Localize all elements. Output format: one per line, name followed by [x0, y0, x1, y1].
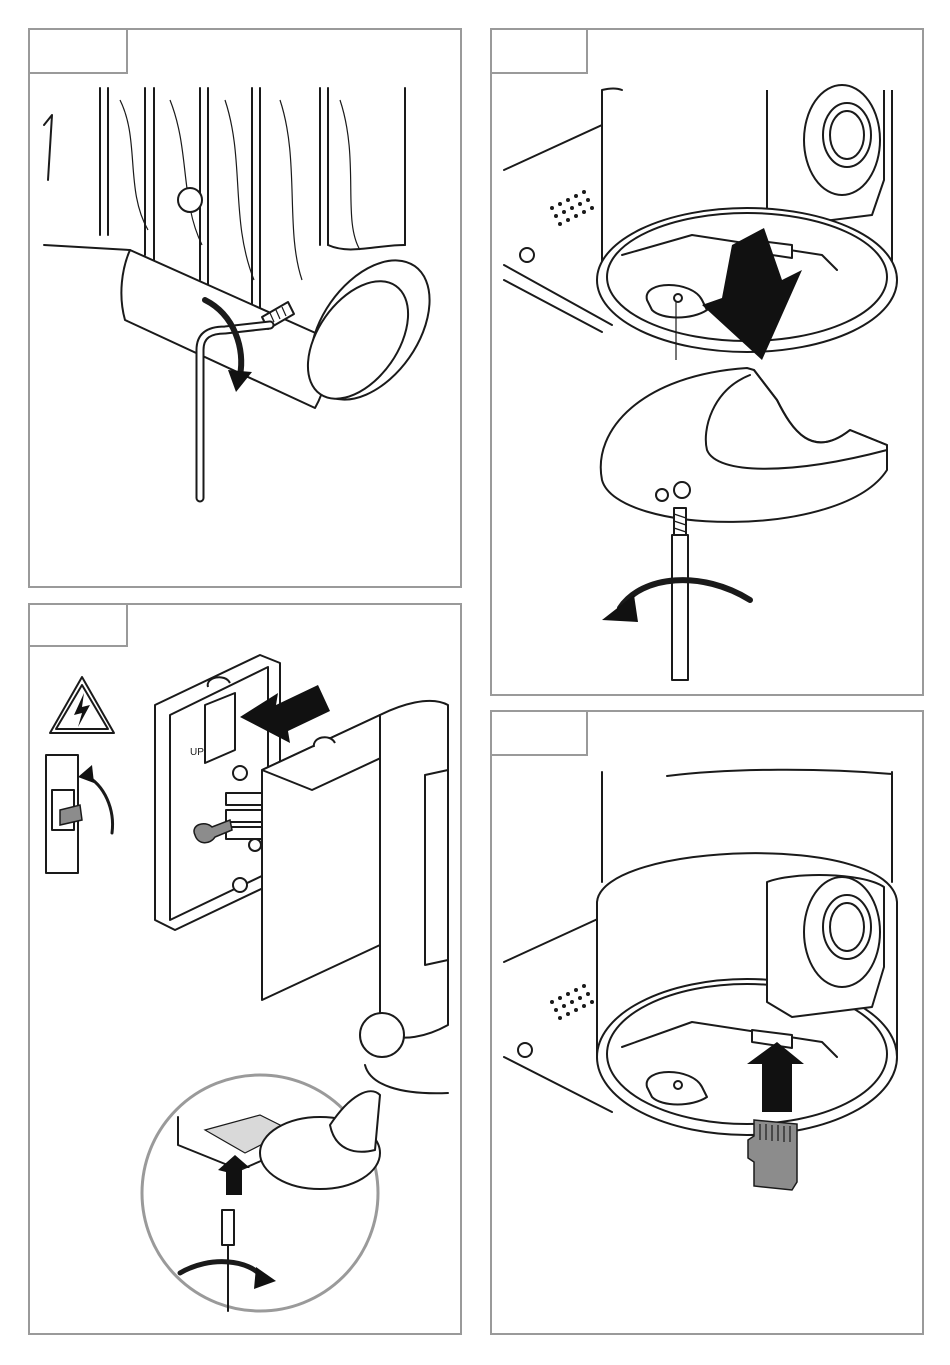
wall-plate-top-edge: [504, 917, 602, 962]
speaker-grille: [550, 190, 594, 226]
camera-lens: [830, 111, 864, 159]
mounting-bracket: [205, 693, 235, 763]
bracket-hole: [178, 188, 202, 212]
step-2-illustration: [492, 30, 922, 694]
step-1-illustration: [30, 30, 460, 586]
step-panel-3: UP: [28, 603, 462, 1335]
base-plate: [601, 368, 887, 522]
camera-lower-curve: [365, 1065, 448, 1093]
wall-screw: [518, 1043, 532, 1057]
wall-plate-bottom-edge: [504, 1057, 612, 1112]
wall-plate-top-edge: [504, 125, 602, 170]
housing-top-edge: [667, 770, 892, 776]
step-panel-1: [28, 28, 462, 588]
wall-bottom-line: [44, 245, 130, 250]
step-panel-2: [490, 28, 924, 696]
rotate-arrow-head: [602, 595, 638, 622]
pivot-knob: [360, 1013, 404, 1057]
wall-edge-line: [44, 115, 52, 180]
camera-side-plate: [380, 701, 448, 1038]
up-label: UP: [190, 747, 204, 758]
step-panel-4: [490, 710, 924, 1335]
detail-screw: [222, 1210, 234, 1245]
base-plate-hole: [656, 489, 668, 501]
step-3-illustration: UP: [30, 605, 460, 1333]
wall-plate-bottom-edge: [504, 265, 612, 325]
step-4-illustration: [492, 712, 922, 1333]
screwdriver-shaft: [672, 535, 688, 680]
rotate-arrow-head: [228, 370, 252, 392]
speaker-grille: [550, 984, 594, 1020]
detail-camera-body: [330, 1091, 380, 1151]
camera-lens: [830, 903, 864, 951]
wall-screw: [520, 248, 534, 262]
breaker-arrow-curve: [85, 775, 113, 833]
breaker-arrow-head: [78, 765, 94, 783]
